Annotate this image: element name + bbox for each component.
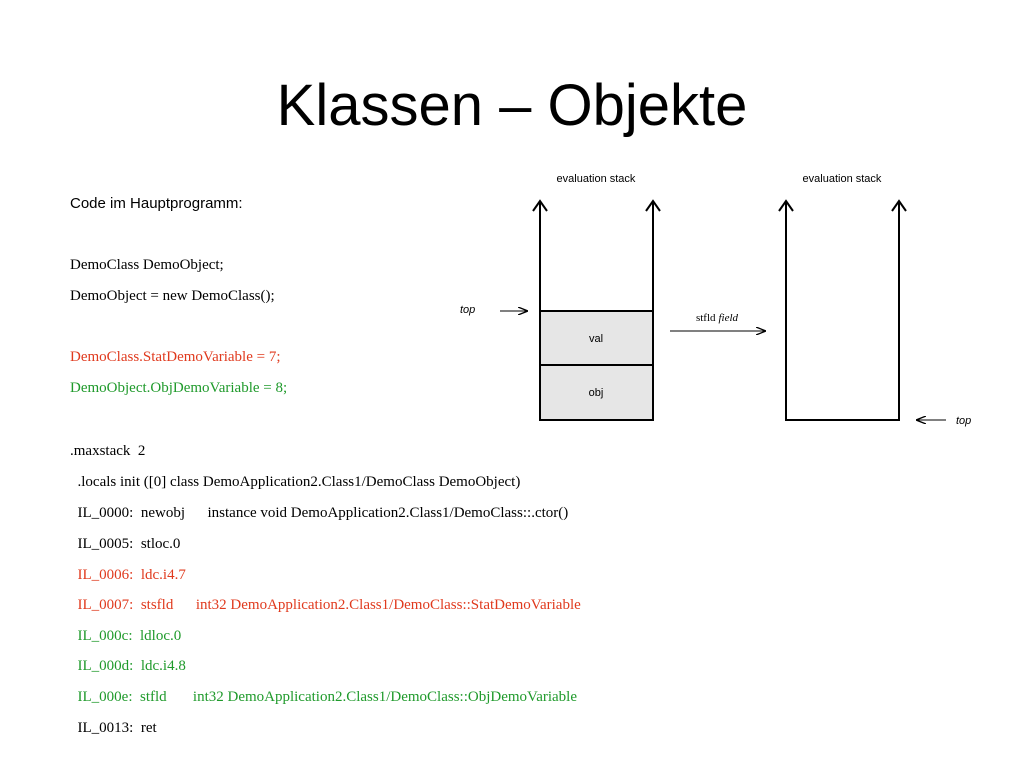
- left-stack-label: evaluation stack: [557, 173, 636, 185]
- right-stack-outline: [785, 203, 900, 421]
- il-line-maxstack: .maxstack 2: [70, 443, 146, 459]
- code-line-object-assignment: DemoObject.ObjDemoVariable = 8;: [70, 380, 288, 396]
- slide-title: Klassen – Objekte: [276, 73, 748, 138]
- il-line-stloc: IL_0005: stloc.0: [70, 536, 181, 552]
- code-line-instantiation: DemoObject = new DemoClass();: [70, 288, 275, 304]
- left-stack-arrowhead-left: [532, 199, 548, 212]
- il-line-ret: IL_0013: ret: [70, 720, 157, 736]
- right-stack-arrowhead-right: [891, 199, 907, 212]
- il-line-stsfld: IL_0007: stsfld int32 DemoApplication2.C…: [70, 597, 581, 613]
- left-stack-arrowhead-right: [645, 199, 661, 212]
- il-line-ldc-7: IL_0006: ldc.i4.7: [70, 567, 186, 583]
- top-pointer-label-left: top: [460, 304, 475, 316]
- stack-cell-val: val: [589, 333, 603, 345]
- il-line-locals: .locals init ([0] class DemoApplication2…: [70, 474, 521, 490]
- instruction-opcode: stfld: [696, 312, 716, 324]
- stack-cell-obj: obj: [589, 387, 604, 399]
- top-pointer-label-right: top: [956, 415, 971, 427]
- il-line-ldloc: IL_000c: ldloc.0: [70, 628, 182, 644]
- code-line-declaration: DemoClass DemoObject;: [70, 257, 224, 273]
- right-stack: [778, 199, 907, 421]
- code-heading: Code im Hauptprogramm:: [70, 195, 243, 212]
- code-line-static-assignment: DemoClass.StatDemoVariable = 7;: [70, 349, 281, 365]
- il-line-ldc-8: IL_000d: ldc.i4.8: [70, 658, 186, 674]
- il-line-stfld: IL_000e: stfld int32 DemoApplication2.Cl…: [70, 689, 578, 705]
- right-stack-label: evaluation stack: [803, 173, 882, 185]
- right-stack-arrowhead-left: [778, 199, 794, 212]
- left-stack: [532, 199, 661, 421]
- instruction-operand: field: [719, 312, 739, 324]
- il-line-newobj: IL_0000: newobj instance void DemoApplic…: [70, 505, 569, 521]
